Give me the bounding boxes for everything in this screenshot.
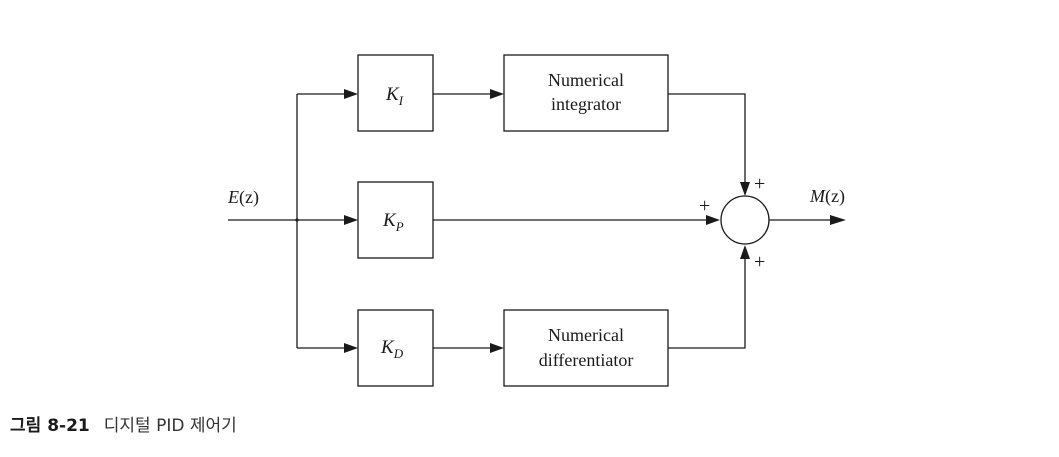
kp-gain: K <box>382 210 397 231</box>
wire-integrator-to-sum <box>668 93 746 184</box>
arrow-to-integrator <box>490 89 504 99</box>
figure-caption: 그림 8-21 디지털 PID 제어기 <box>10 411 237 436</box>
differentiator-box <box>503 309 669 387</box>
differentiator-line2: differentiator <box>539 350 634 370</box>
ki-box <box>357 54 434 132</box>
arrow-into-sum-bottom <box>740 245 750 259</box>
wire-differentiator-to-sum <box>668 257 746 349</box>
kd-label: KD <box>380 337 404 361</box>
differentiator-line1: Numerical <box>548 325 624 345</box>
arrow-to-kd <box>344 343 358 353</box>
integrator-line1: Numerical <box>548 70 624 90</box>
ki-label: KI <box>385 84 404 108</box>
output-signal-arg: (z) <box>825 186 845 207</box>
arrow-to-ki <box>344 89 358 99</box>
kp-block: KP <box>357 181 434 259</box>
arrow-to-kp <box>344 215 358 225</box>
integrator-box <box>503 54 669 132</box>
arrow-to-differentiator <box>490 343 504 353</box>
input-signal-label: E(z) <box>227 187 259 208</box>
sum-sign-left: + <box>699 195 710 217</box>
kd-block: KD <box>357 309 434 387</box>
output-signal-name: M <box>809 186 826 206</box>
differentiator-block: Numerical differentiator <box>503 309 669 387</box>
integrator-line2: integrator <box>551 94 621 114</box>
kd-subscript: D <box>393 346 404 361</box>
sum-sign-bottom: + <box>754 251 765 273</box>
arrow-into-sum-top <box>740 182 750 196</box>
arrow-output <box>830 215 846 225</box>
arrow-into-sum-left <box>706 215 720 225</box>
input-signal-arg: (z) <box>239 187 259 208</box>
kp-label: KP <box>382 210 404 234</box>
ki-block: KI <box>357 54 434 132</box>
kd-gain: K <box>380 337 395 358</box>
kp-subscript: P <box>395 219 404 234</box>
output-signal-label: M(z) <box>809 186 845 207</box>
figure-number: 그림 8-21 <box>10 416 90 436</box>
integrator-block: Numerical integrator <box>503 54 669 132</box>
figure-title: 디지털 PID 제어기 <box>103 416 237 436</box>
sum-sign-top: + <box>754 173 765 195</box>
ki-gain: K <box>385 84 400 105</box>
summing-junction <box>720 195 770 245</box>
input-signal-name: E <box>227 187 239 207</box>
ki-subscript: I <box>398 93 404 108</box>
